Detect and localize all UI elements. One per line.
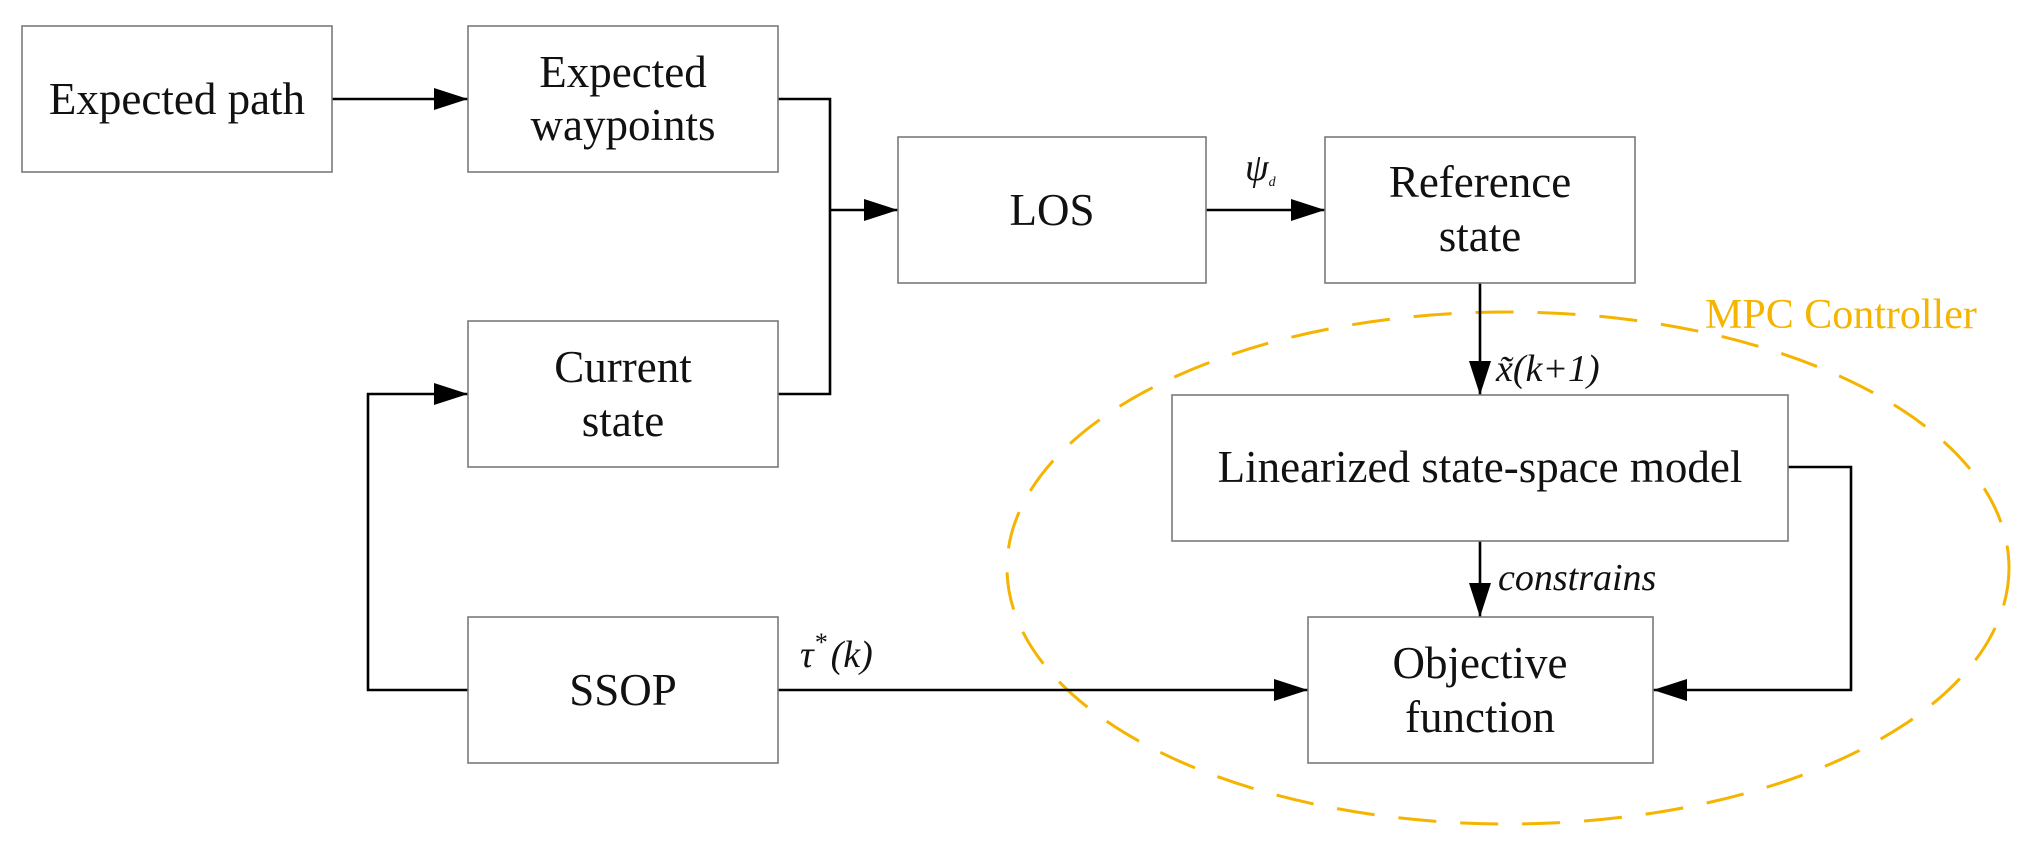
expected-path-node: Expected path: [21, 25, 333, 173]
ssop-node: SSOP: [467, 616, 779, 764]
tau-symbol: τ: [800, 634, 815, 676]
x-tilde-args: (k+1): [1513, 348, 1600, 390]
reference-state-label-line1: Reference: [1389, 157, 1571, 207]
reference-state-node: Reference state: [1324, 136, 1636, 284]
objective-function-node: Objective function: [1307, 616, 1654, 764]
psi-symbol: ψ: [1245, 147, 1270, 189]
arrow-model-feedback-to-objective: [1653, 465, 1853, 701]
x-tilde-symbol: x̃: [1495, 348, 1515, 390]
psi-d-label: ψd: [1245, 147, 1277, 190]
expected-waypoints-label-line1: Expected: [539, 47, 706, 97]
linearized-model-label: Linearized state-space model: [1218, 442, 1743, 492]
connector-waypoints-to-junction: [778, 97, 832, 396]
los-label: LOS: [1009, 185, 1094, 235]
current-state-label-line1: Current: [554, 342, 692, 392]
objective-function-label-line1: Objective: [1393, 638, 1568, 688]
current-state-node: Current state: [467, 320, 779, 468]
x-tilde-label: x̃(k+1): [1495, 348, 1600, 390]
reference-state-label-line2: state: [1439, 211, 1521, 261]
arrow-ssop-feedback-to-current-state: [366, 383, 468, 692]
expected-waypoints-label-line2: waypoints: [531, 100, 716, 150]
mpc-controller-boundary: [1005, 310, 2011, 826]
expected-waypoints-node: Expected waypoints: [467, 25, 779, 173]
tau-star-label: τ*(k): [800, 628, 873, 676]
constrains-label: constrains: [1498, 557, 1656, 599]
mpc-controller-label: MPC Controller: [1705, 292, 1977, 338]
expected-path-label: Expected path: [49, 74, 305, 124]
objective-function-label-line2: function: [1405, 692, 1555, 742]
tau-args: (k): [831, 634, 873, 676]
linearized-model-node: Linearized state-space model: [1171, 394, 1789, 542]
ssop-label: SSOP: [569, 665, 677, 715]
los-node: LOS: [897, 136, 1207, 284]
psi-subscript: d: [1269, 175, 1277, 190]
tau-superscript: *: [814, 628, 827, 657]
current-state-label-line2: state: [582, 396, 664, 446]
